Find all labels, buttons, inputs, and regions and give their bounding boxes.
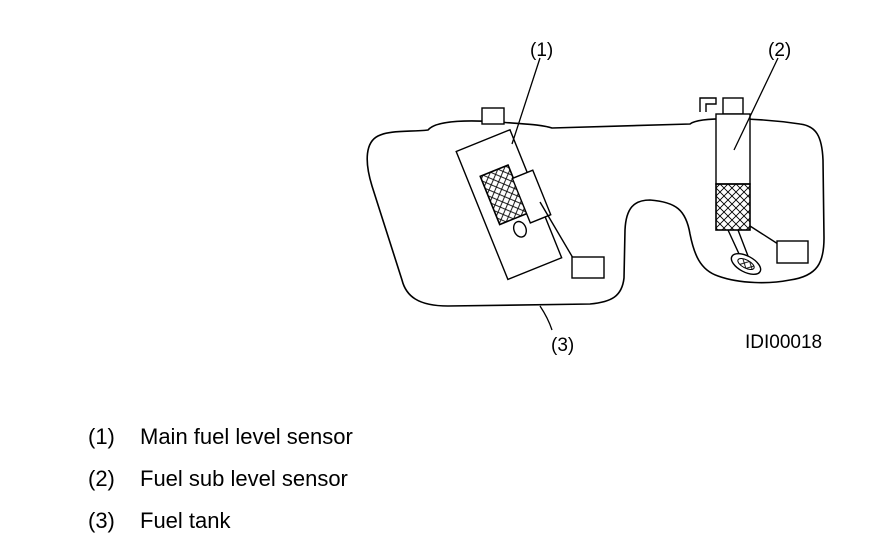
figure-id: IDI00018 — [745, 332, 822, 353]
legend-label: Fuel tank — [140, 508, 231, 533]
legend-number: (2) — [88, 466, 115, 491]
fuel-tank-diagram: (1) (2) (3) IDI00018 — [366, 40, 825, 356]
legend-item: (2) Fuel sub level sensor — [88, 458, 353, 500]
sensor1-cap — [481, 107, 505, 125]
legend-item: (1) Main fuel level sensor — [88, 416, 353, 458]
sensor1-arm — [539, 201, 574, 259]
sensor2-hook — [699, 97, 717, 112]
legend-list: (1) Main fuel level sensor (2) Fuel sub … — [88, 416, 353, 542]
legend-number: (1) — [88, 424, 115, 449]
leader-lines — [511, 57, 779, 331]
sensor2-float — [776, 240, 809, 264]
legend-label: Fuel sub level sensor — [140, 466, 348, 491]
callout-1: (1) — [530, 40, 553, 61]
legend-item: (3) Fuel tank — [88, 500, 353, 542]
leader-1 — [511, 57, 541, 145]
legend-label: Main fuel level sensor — [140, 424, 353, 449]
sensor2-stem — [727, 229, 749, 257]
callout-2: (2) — [768, 40, 791, 61]
legend-number: (3) — [88, 508, 115, 533]
fuel-tank-outline — [366, 117, 825, 307]
main-fuel-level-sensor-drawing — [455, 107, 605, 281]
sensor2-tube — [715, 113, 751, 185]
fuel-sub-level-sensor-drawing — [699, 97, 809, 276]
sensor1-float-pin — [512, 220, 527, 238]
leader-2 — [733, 57, 779, 151]
leader-3 — [539, 305, 553, 331]
sensor1-bracket — [511, 169, 552, 224]
sensor2-arm — [749, 225, 779, 245]
sensor1-float — [571, 256, 605, 279]
sensor2-cap — [722, 97, 744, 115]
callout-3: (3) — [551, 335, 574, 356]
sensor2-mesh — [715, 183, 751, 231]
